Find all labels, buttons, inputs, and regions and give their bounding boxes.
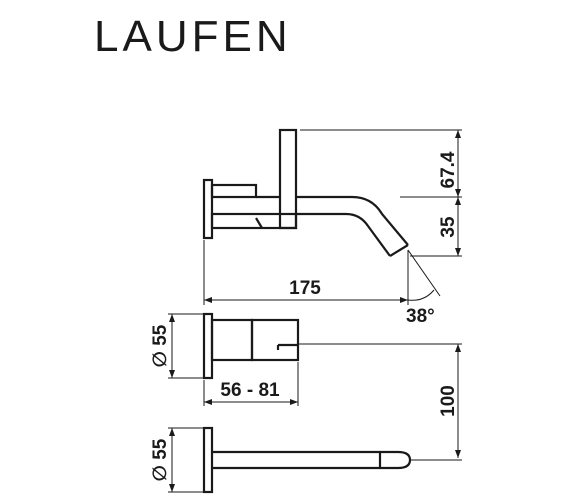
total-height-label: 67.4 (438, 151, 459, 188)
side-spout-bottom (296, 212, 391, 257)
side-view: 67.4 35 175 38° (202, 128, 462, 327)
side-body-upper (210, 183, 258, 199)
front-lever (250, 318, 300, 362)
spout-angle-label: 38° (406, 306, 435, 327)
depth-label: 56 - 81 (220, 380, 280, 401)
front-view: ∅ 55 56 - 81 100 (150, 312, 462, 458)
spout-height-label: 35 (438, 216, 459, 238)
side-spout-tip (389, 244, 409, 257)
top-view: ∅ 55 (150, 426, 462, 494)
side-lever (278, 128, 298, 230)
side-spout-top (296, 195, 409, 246)
front-body (210, 318, 254, 362)
front-rosette (202, 312, 214, 380)
laufen-logo: LAUFEN (94, 12, 292, 61)
top-diameter-label: ∅ 55 (150, 438, 171, 481)
side-rosette (202, 178, 214, 240)
side-body-lower (210, 212, 298, 230)
spout-length-label: 175 (289, 278, 321, 299)
offset-label: 100 (438, 385, 459, 417)
top-rosette (202, 426, 214, 494)
front-diameter-label: ∅ 55 (150, 324, 171, 367)
